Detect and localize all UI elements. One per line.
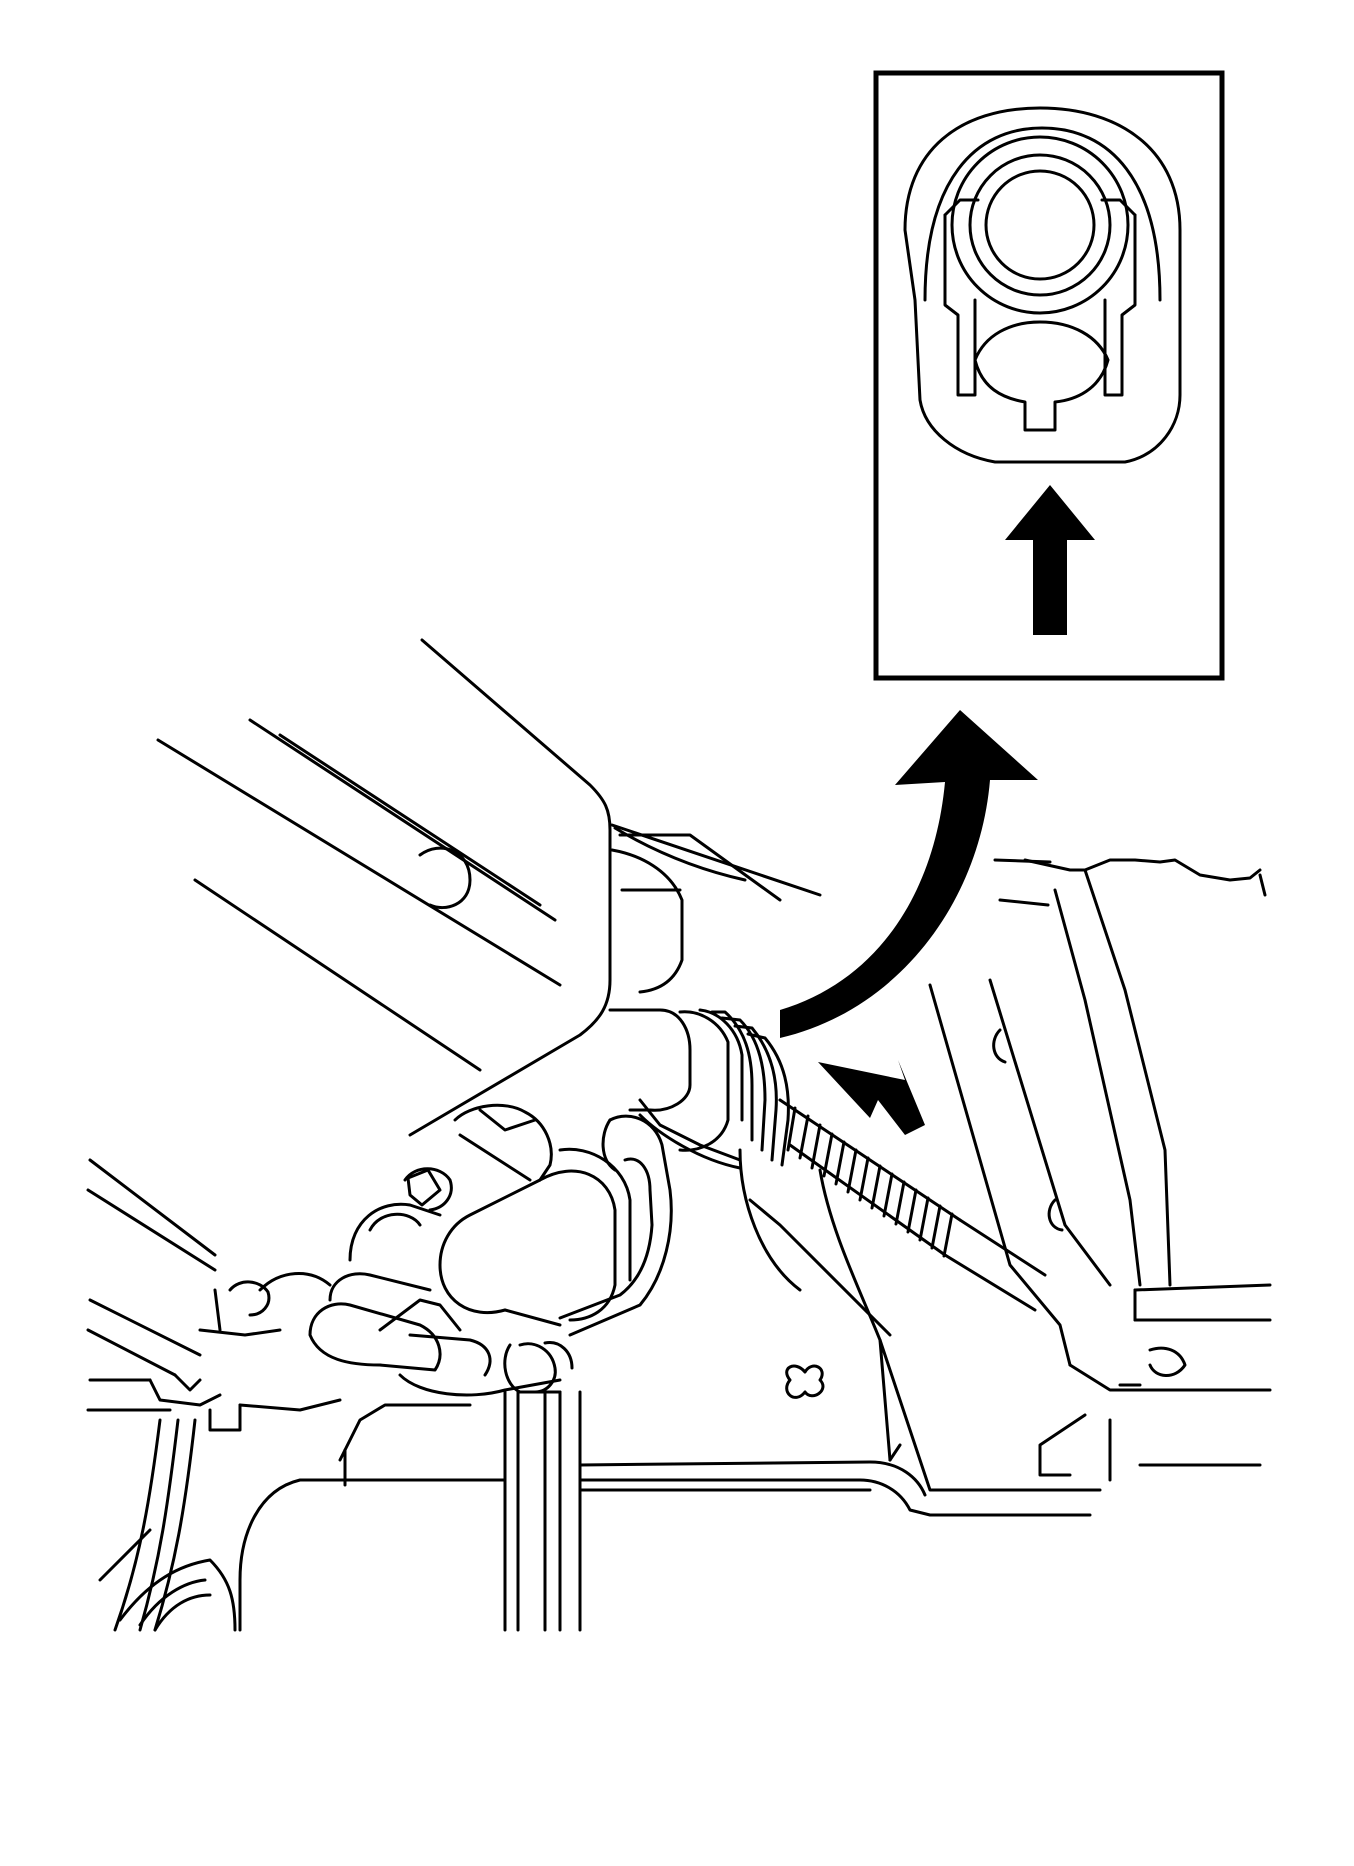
push-direction-arrow-icon bbox=[1005, 485, 1095, 635]
curved-lift-arrow-icon bbox=[780, 710, 1038, 1038]
connector-face-detail-icon bbox=[903, 106, 1182, 464]
connector-detail-inset bbox=[873, 70, 1225, 681]
transmission-assembly bbox=[86, 638, 1272, 1632]
disconnect-direction-arrow-icon bbox=[818, 1060, 925, 1135]
